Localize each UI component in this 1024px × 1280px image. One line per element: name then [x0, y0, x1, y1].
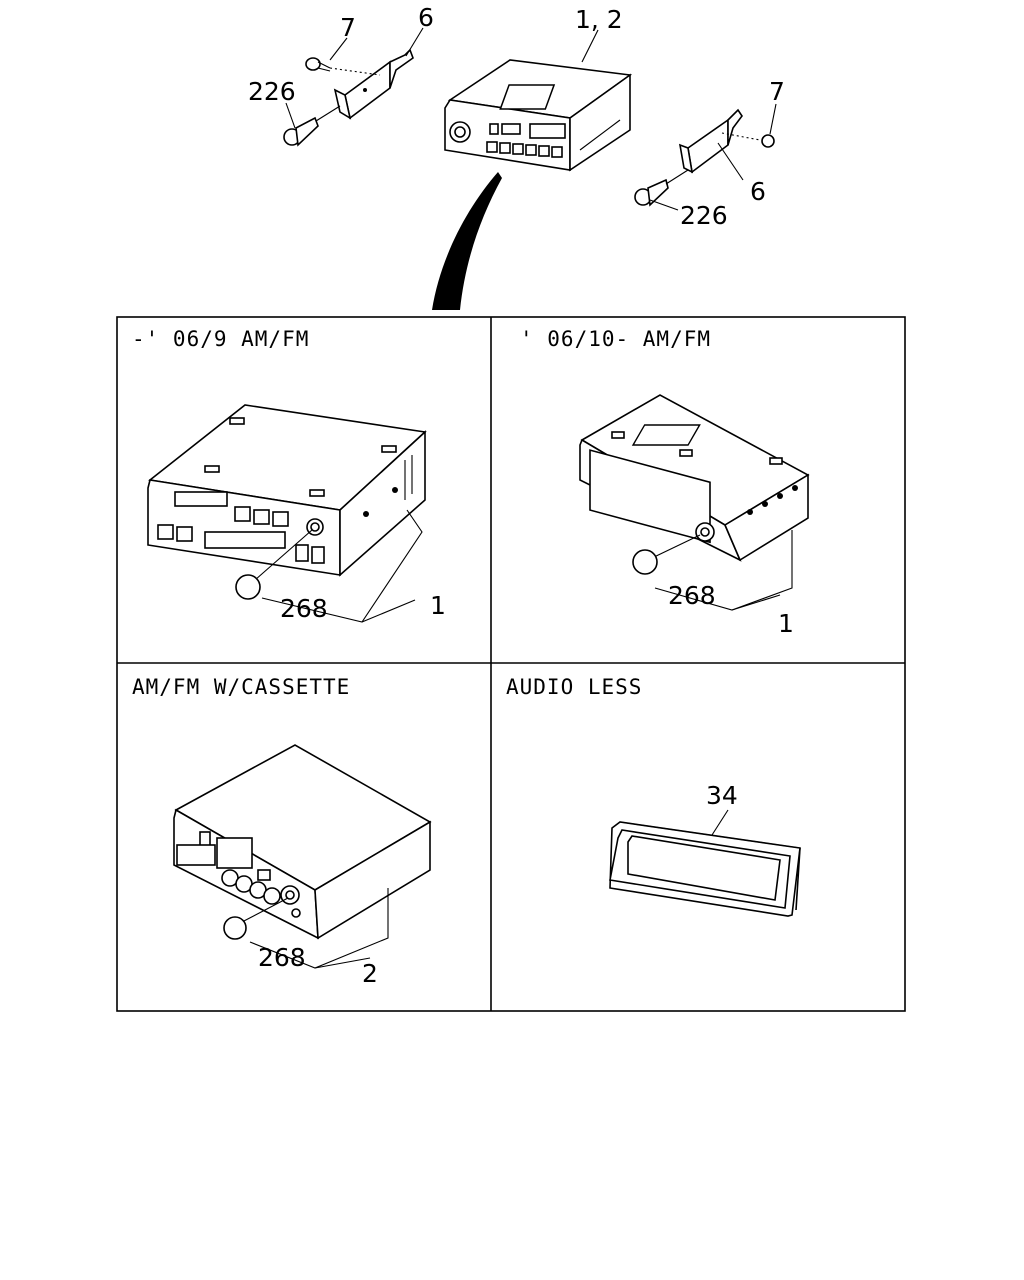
radio-unit-early	[147, 404, 427, 577]
screw-left	[305, 57, 381, 76]
panel-title: AUDIO LESS	[506, 675, 642, 699]
callout-bolt-right: 226	[680, 201, 728, 230]
callout-pocket: 34	[706, 781, 738, 810]
top-assembly: 7 6 226 1, 2 7 6 226	[248, 3, 785, 310]
audio-pocket	[609, 821, 801, 917]
callout-knob: 268	[668, 581, 716, 610]
bolt-left	[283, 105, 341, 147]
callout-knob: 268	[258, 943, 306, 972]
knob-268	[235, 529, 313, 600]
callout-unit: 2	[362, 959, 378, 988]
cassette-unit	[173, 744, 432, 940]
callout-screw-left: 7	[340, 13, 356, 42]
head-unit-top	[444, 59, 633, 172]
screw-right	[721, 132, 775, 148]
panel-title: AM/FM W/CASSETTE	[132, 675, 350, 699]
knob-268	[632, 534, 701, 575]
knob-268	[223, 897, 289, 940]
callout-head-unit: 1, 2	[575, 5, 623, 34]
panel-title: ' 06/10- AM/FM	[520, 327, 711, 351]
panel-am-fm-cassette: AM/FM W/CASSETTE 268 2	[132, 675, 432, 988]
callout-screw-right: 7	[769, 77, 785, 106]
callout-bracket-right: 6	[750, 177, 766, 206]
callout-unit: 1	[430, 591, 446, 620]
bolt-right	[634, 169, 689, 207]
panel-am-fm-late: ' 06/10- AM/FM 268 1	[520, 327, 810, 638]
bracket-left	[333, 48, 414, 120]
panel-title: -' 06/9 AM/FM	[132, 327, 309, 351]
bracket-right	[678, 108, 743, 174]
panel-am-fm-early: -' 06/9 AM/FM	[132, 327, 446, 623]
variant-grid	[116, 316, 906, 1012]
pointer-arrow	[432, 172, 502, 310]
callout-bracket-left: 6	[418, 3, 434, 32]
callout-bolt-left: 226	[248, 77, 296, 106]
panel-audio-less: AUDIO LESS 34	[506, 675, 801, 917]
radio-unit-late	[579, 394, 810, 562]
callout-knob: 268	[280, 594, 328, 623]
callout-unit: 1	[778, 609, 794, 638]
